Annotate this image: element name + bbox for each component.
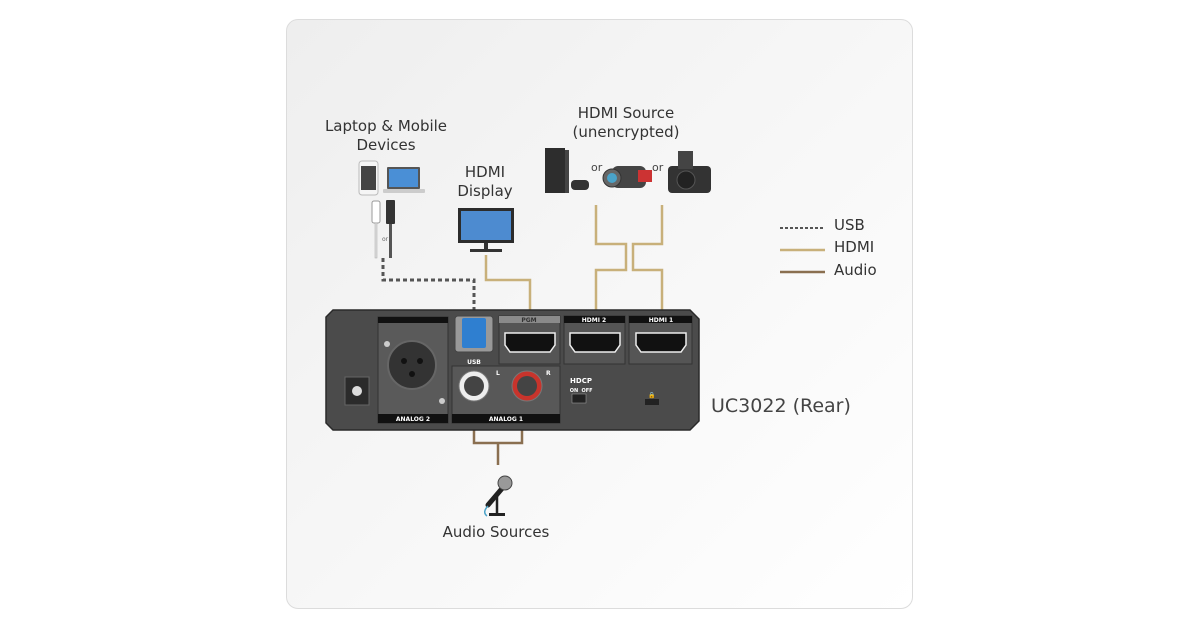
- analog1-label: ANALOG 1: [489, 416, 523, 423]
- hdmi-1-port: [635, 332, 687, 353]
- left-channel-label: L: [496, 370, 500, 377]
- laptop-mobile-line-2: Devices: [356, 136, 416, 154]
- hdmi1-label: HDMI 1: [649, 317, 673, 324]
- usb-cables-icon: [371, 200, 395, 259]
- game-console-icon: [545, 148, 589, 193]
- usb-connection-line: [381, 258, 476, 318]
- device-model-label: UC3022 (Rear): [711, 395, 851, 417]
- analog2-label: ANALOG 2: [396, 416, 430, 423]
- usb-label: USB: [467, 359, 481, 366]
- hdmi-source-line-1: [631, 205, 664, 318]
- microphone-icon: [484, 475, 513, 517]
- laptop-icon: [383, 167, 425, 193]
- cable-or-text: or: [382, 236, 389, 243]
- hdcp-label: HDCP: [570, 377, 592, 385]
- hdmi-pgm-port: [504, 332, 556, 353]
- hdmi-display-line-1: HDMI: [464, 163, 506, 181]
- hdmi-source-line-2: [594, 205, 628, 318]
- pgm-label: PGM: [521, 317, 536, 324]
- hdmi-source-label: HDMI Source (unencrypted): [551, 104, 701, 142]
- svg-text:🔒: 🔒: [648, 391, 655, 399]
- phone-icon: [358, 160, 379, 196]
- hdcp-on-label: ON: [570, 388, 578, 394]
- legend-hdmi-label: HDMI: [834, 238, 875, 256]
- hdmi2-label: HDMI 2: [582, 317, 606, 324]
- or-text-1: or: [591, 161, 603, 174]
- kensington-lock-slot: [645, 399, 659, 405]
- camera-icon: [668, 151, 711, 193]
- hdcp-switch: [571, 393, 587, 404]
- hdmi-display-line-2: Display: [457, 182, 513, 200]
- camcorder-icon: [602, 166, 652, 188]
- hdmi-display-label: HDMI Display: [440, 163, 530, 201]
- xlr-port: [387, 340, 437, 390]
- usb-b-port: [462, 318, 486, 348]
- laptop-mobile-label: Laptop & Mobile Devices: [316, 117, 456, 155]
- legend-audio-label: Audio: [834, 261, 877, 279]
- right-channel-label: R: [546, 370, 551, 377]
- laptop-mobile-line-1: Laptop & Mobile: [324, 117, 448, 135]
- uc3022-rear-panel: ANALOG 2 USB ANALOG 1 L R PGM HDMI 2 HDM…: [325, 309, 700, 431]
- hdmi-2-port: [569, 332, 621, 353]
- hdmi-source-line-1-text: HDMI Source: [577, 104, 675, 122]
- hdmi-display-line: [484, 255, 532, 318]
- hdcp-off-label: OFF: [581, 388, 592, 394]
- monitor-icon: [458, 208, 514, 252]
- or-text-2: or: [652, 161, 664, 174]
- hdmi-source-line-2-text: (unencrypted): [572, 123, 680, 141]
- audio-sources-label: Audio Sources: [442, 523, 550, 541]
- legend-usb-label: USB: [834, 216, 865, 234]
